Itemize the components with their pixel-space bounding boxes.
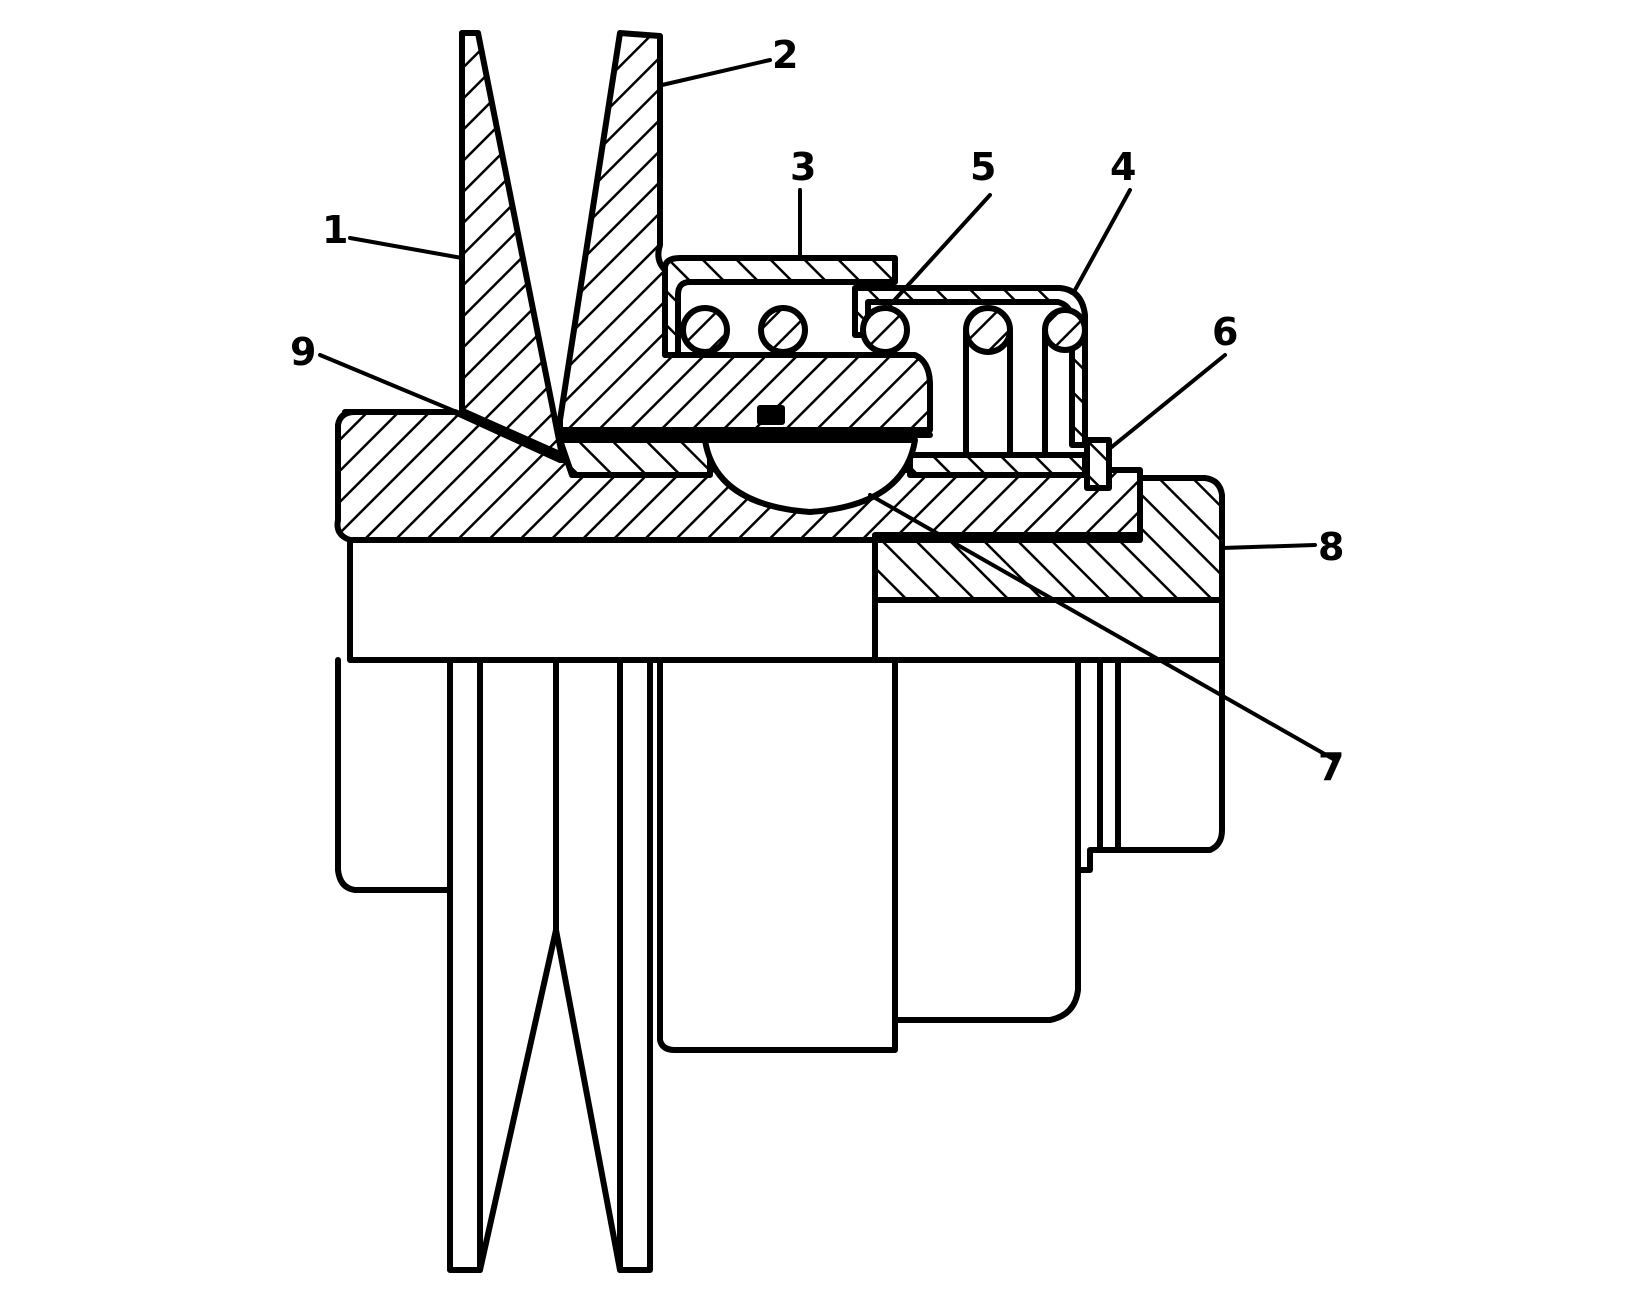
callout-3: 3 xyxy=(790,145,816,189)
callout-5: 5 xyxy=(970,145,996,189)
spring-5 xyxy=(680,305,1088,458)
washer-6 xyxy=(1084,437,1112,491)
callout-8: 8 xyxy=(1318,525,1344,569)
callout-1: 1 xyxy=(322,208,348,252)
callout-6: 6 xyxy=(1212,310,1238,354)
callout-9: 9 xyxy=(290,330,316,374)
callout-4: 4 xyxy=(1110,145,1136,189)
lower-fixed-flange xyxy=(447,657,559,1273)
lower-movable-flange xyxy=(553,657,653,1273)
callout-labels: 1 2 3 5 4 6 9 8 7 xyxy=(290,33,1344,789)
inner-sleeve xyxy=(907,452,1088,478)
bushing-9 xyxy=(557,437,713,478)
key-block xyxy=(757,405,785,425)
lower-collar xyxy=(1075,657,1225,873)
fixed-flange-1 xyxy=(459,30,565,458)
spring-cover-3 xyxy=(662,255,898,358)
lower-housing xyxy=(335,657,453,893)
callout-7: 7 xyxy=(1318,745,1344,789)
callout-2: 2 xyxy=(772,33,798,77)
movable-flange-2 xyxy=(557,30,933,433)
ball-7 xyxy=(702,437,918,515)
leader-lines xyxy=(318,58,1337,762)
lower-hub-step xyxy=(657,657,1081,1053)
